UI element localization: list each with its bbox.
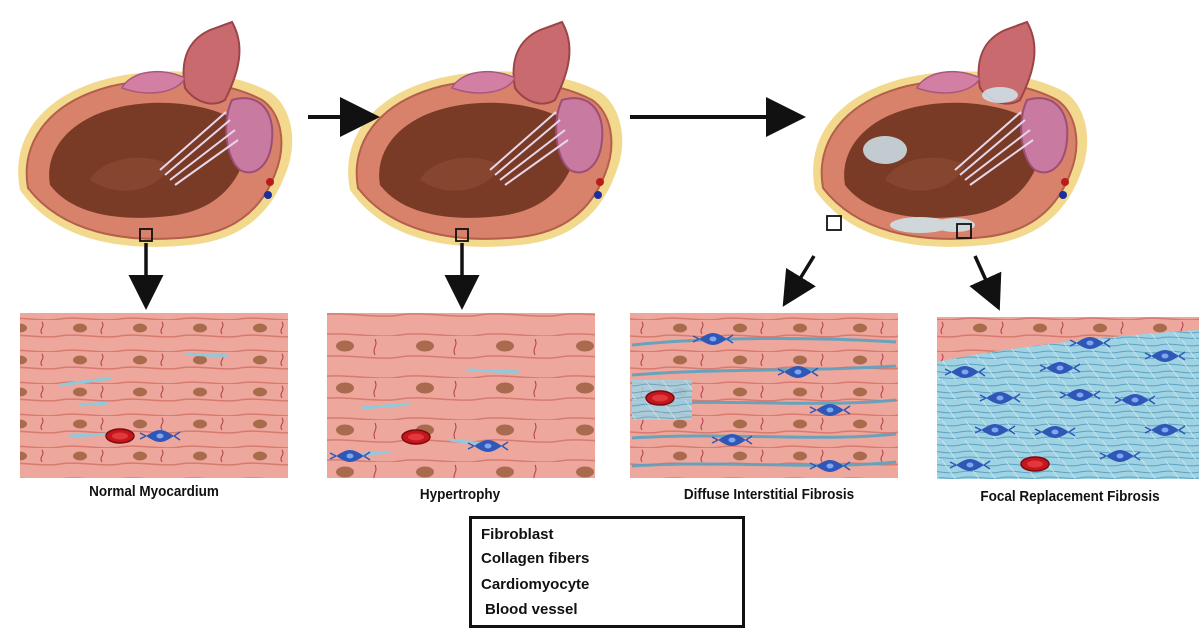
panel-label-diffuse: Diffuse Interstitial Fibrosis xyxy=(683,486,855,503)
heart-fibrosis xyxy=(812,21,1089,248)
legend-label-cardiomyocyte: Cardiomyocyte xyxy=(481,576,590,593)
sample-box xyxy=(455,228,469,242)
sample-box xyxy=(826,215,842,231)
fibrosis-patches xyxy=(863,87,1018,233)
legend-label-fibroblast: Fibroblast xyxy=(481,526,554,543)
panel-label-hypertrophy: Hypertrophy xyxy=(419,486,501,503)
panel-diffuse-interstitial-fibrosis xyxy=(630,313,898,478)
sample-box xyxy=(956,223,972,239)
zoom-arrow xyxy=(782,255,816,307)
panel-label-normal: Normal Myocardium xyxy=(89,483,219,500)
legend-label-collagen: Collagen fibers xyxy=(481,550,590,567)
panel-hypertrophy xyxy=(327,313,595,478)
legend-label-blood-vessel: Blood vessel xyxy=(485,601,578,618)
panel-focal-replacement-fibrosis xyxy=(937,317,1199,479)
sample-box xyxy=(139,228,153,242)
zoom-arrow xyxy=(969,255,1002,311)
heart-normal xyxy=(17,21,294,248)
legend xyxy=(469,516,745,628)
heart-hypertrophy xyxy=(347,21,624,248)
panel-normal-myocardium xyxy=(20,313,288,478)
panel-label-focal: Focal Replacement Fibrosis xyxy=(980,488,1160,505)
